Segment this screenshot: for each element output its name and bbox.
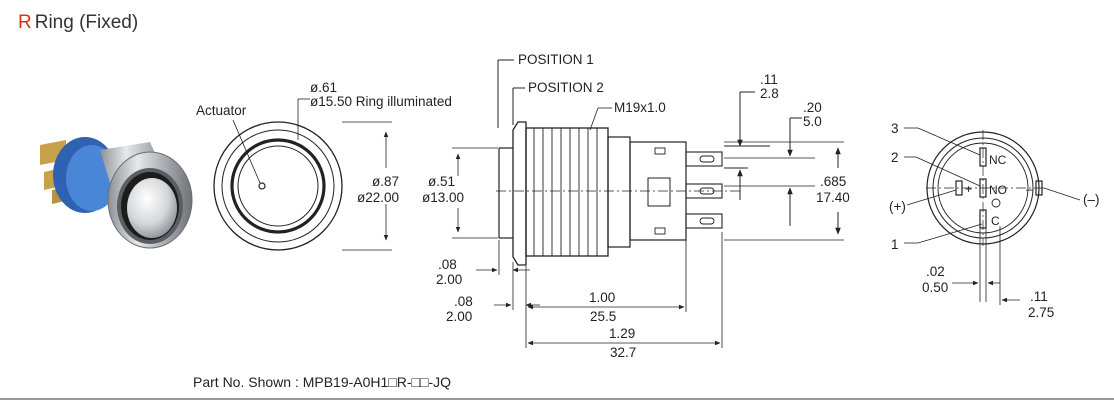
pin-3-label: 3	[891, 121, 899, 136]
terminal-width-mm: 2.8	[760, 86, 779, 101]
actuator-label: Actuator	[196, 103, 247, 118]
bottom-divider	[0, 398, 1114, 400]
plus-symbol: +	[965, 182, 972, 196]
ring-diameter-inch: ø.61	[310, 80, 337, 95]
total-length-inch: 1.29	[609, 326, 635, 341]
product-photo	[40, 137, 193, 249]
body-diameter-mm: ø22.00	[357, 190, 399, 205]
minus-symbol: –	[1026, 182, 1033, 196]
no-terminal-label: NO	[989, 183, 1007, 197]
position-2-label: POSITION 2	[528, 80, 604, 95]
housing-height-mm: 17.40	[816, 190, 850, 205]
flange-thickness-mm: 2.00	[446, 309, 472, 324]
position-travel-inch: .08	[438, 257, 457, 272]
terminal-width-inch: .11	[760, 72, 778, 87]
rear-view	[904, 127, 1081, 305]
part-number-shown: Part No. Shown : MPB19-A0H1□R-□□-JQ	[193, 374, 451, 390]
terminal-thickness-mm: 0.50	[922, 280, 948, 295]
ring-diameter-mm: ø15.50 Ring illuminated	[310, 94, 452, 109]
body-length-mm: 25.5	[590, 309, 616, 324]
bezel-diameter-mm: ø13.00	[422, 190, 464, 205]
terminal-thickness-inch: .02	[926, 264, 945, 279]
thread-label: M19x1.0	[614, 100, 666, 115]
pin-2-label: 2	[891, 150, 899, 165]
common-terminal-label: C	[991, 214, 1000, 228]
flange-thickness-inch: .08	[454, 294, 473, 309]
nc-terminal-label: NC	[989, 153, 1007, 167]
body-length-inch: 1.00	[589, 290, 615, 305]
ring-type-title: Ring (Fixed)	[34, 12, 139, 33]
total-length-mm: 32.7	[610, 345, 636, 360]
front-view	[213, 98, 392, 251]
ring-type-code: R	[18, 12, 32, 33]
terminal-pitch-inch: .20	[803, 100, 822, 115]
position-1-label: POSITION 1	[518, 52, 594, 67]
pin-1-label: 1	[891, 237, 899, 252]
housing-height-inch: .685	[820, 174, 846, 189]
side-view	[452, 59, 844, 348]
bezel-diameter-inch: ø.51	[428, 174, 455, 189]
terminal-offset-mm: 2.75	[1028, 305, 1054, 320]
led-positive-label: (+)	[889, 199, 906, 214]
position-travel-mm: 2.00	[436, 272, 462, 287]
terminal-offset-inch: .11	[1030, 289, 1048, 304]
led-negative-label: (–)	[1083, 192, 1100, 207]
terminal-pitch-mm: 5.0	[803, 114, 822, 129]
body-diameter-inch: ø.87	[372, 174, 399, 189]
